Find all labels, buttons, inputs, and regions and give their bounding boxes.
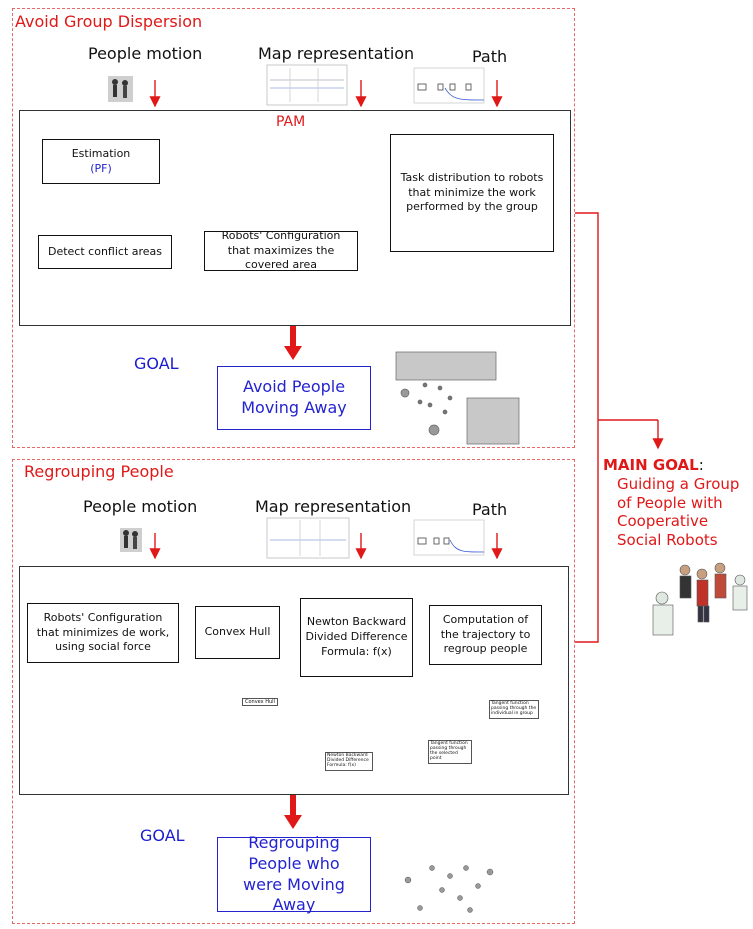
task-distribution-box: Task distribution to robots that minimiz… xyxy=(390,134,554,252)
main-goal-text: Guiding a Group of People with Cooperati… xyxy=(617,474,740,549)
pam-title: PAM xyxy=(276,114,306,130)
people-motion-label-top: People motion xyxy=(88,44,203,63)
estimation-label: Estimation xyxy=(71,146,131,160)
main-goal-people-image xyxy=(652,562,748,636)
regrouping-section xyxy=(12,459,575,924)
convex-hull-label: Convex Hull xyxy=(204,625,271,639)
newton-label: Newton Backward Divided Difference Formu… xyxy=(305,615,408,658)
robots-config-minimize-box: Robots' Configuration that minimizes de … xyxy=(27,603,179,663)
path-image-bottom xyxy=(413,519,485,556)
goal-label-bottom: GOAL xyxy=(140,826,185,845)
computation-box: Computation of the trajectory to regroup… xyxy=(429,605,542,665)
pf-label: (PF) xyxy=(90,161,112,175)
estimation-box: Estimation (PF) xyxy=(42,139,160,184)
map-image-bottom xyxy=(266,517,350,559)
thumb-tangent2-label: Tangent function passing through the sel… xyxy=(428,740,472,764)
detect-conflict-box: Detect conflict areas xyxy=(38,235,172,269)
path-image-top xyxy=(413,67,485,104)
goal-label-top: GOAL xyxy=(134,354,179,373)
regrouping-title: Regrouping People xyxy=(24,462,174,481)
map-representation-label-top: Map representation xyxy=(258,44,415,63)
robots-config-minimize-label: Robots' Configuration that minimizes de … xyxy=(36,610,170,654)
people-motion-label-bottom: People motion xyxy=(83,497,198,516)
thumb-convex-hull-label: Convex Hull xyxy=(242,698,278,706)
main-goal-bracket xyxy=(575,212,599,643)
goal-box-bottom: Regrouping People who were Moving Away xyxy=(217,833,371,914)
goal-scene-image-top xyxy=(395,351,520,445)
newton-box: Newton Backward Divided Difference Formu… xyxy=(300,598,413,677)
convex-hull-box: Convex Hull xyxy=(195,606,280,659)
thumb-newton-label: Newton Backward Divided Difference Formu… xyxy=(325,752,373,771)
main-goal-label: MAIN GOAL xyxy=(603,456,699,474)
computation-label: Computation of the trajectory to regroup… xyxy=(440,612,531,656)
people-motion-image-bottom xyxy=(120,528,142,552)
path-label-bottom: Path xyxy=(472,500,508,519)
map-image-top xyxy=(266,64,348,106)
goal-box-top: Avoid People Moving Away xyxy=(217,366,371,430)
path-label-top: Path xyxy=(472,47,508,66)
regroup-panel xyxy=(19,566,569,795)
detect-conflict-label: Detect conflict areas xyxy=(47,244,163,258)
robots-config-maximize-label: Robots' Configuration that maximizes the… xyxy=(221,228,341,272)
avoid-dispersion-section xyxy=(12,8,575,448)
goal-text-top: Avoid People Moving Away xyxy=(241,377,347,417)
robots-config-maximize-box: Robots' Configuration that maximizes the… xyxy=(204,228,358,272)
map-representation-label-bottom: Map representation xyxy=(255,497,412,516)
thumb-tangent-label: Tangent function passing through the ind… xyxy=(489,700,539,719)
task-distribution-label: Task distribution to robots that minimiz… xyxy=(400,170,544,214)
main-goal-block: MAIN GOAL: Guiding a Group of People wit… xyxy=(603,456,751,550)
goal-text-bottom: Regrouping People who were Moving Away xyxy=(243,832,345,915)
avoid-dispersion-title: Avoid Group Dispersion xyxy=(15,12,203,31)
people-motion-image-top xyxy=(108,76,133,102)
